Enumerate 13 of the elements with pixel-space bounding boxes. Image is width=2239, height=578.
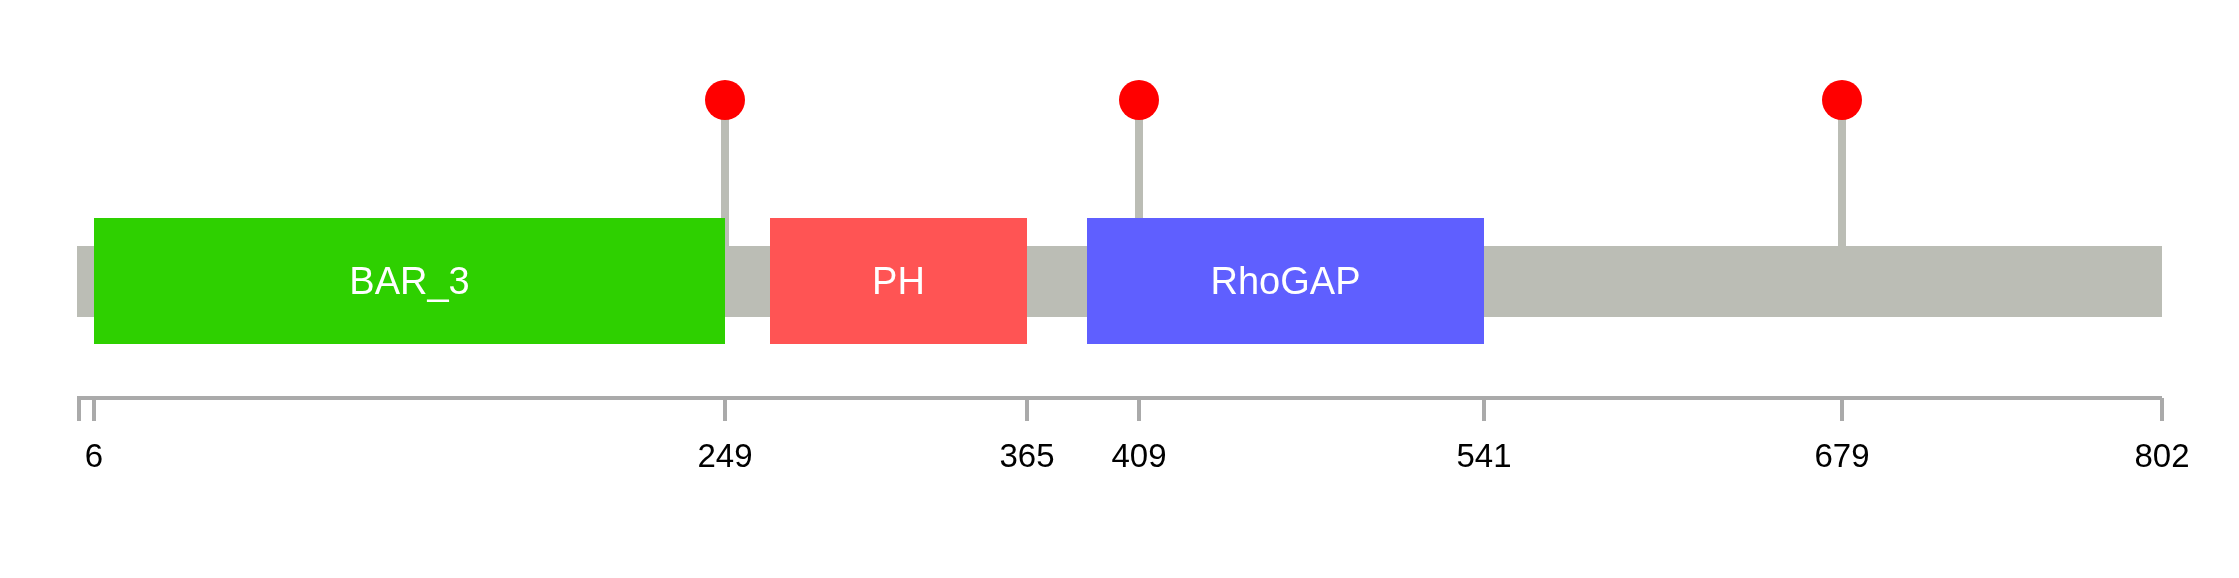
position-label: 365 bbox=[999, 437, 1055, 475]
domain-box bbox=[1087, 218, 1484, 344]
position-label: 679 bbox=[1814, 437, 1870, 475]
domain-label: BAR_3 bbox=[349, 259, 470, 303]
position-label: 249 bbox=[697, 437, 753, 475]
domain-label: PH bbox=[872, 259, 925, 303]
position-label: 541 bbox=[1456, 437, 1512, 475]
position-label: 802 bbox=[2134, 437, 2190, 475]
domain-label: RhoGAP bbox=[1210, 259, 1361, 303]
domain-box bbox=[94, 218, 725, 344]
position-label: 409 bbox=[1111, 437, 1167, 475]
position-label: 6 bbox=[84, 437, 104, 475]
domain-box bbox=[770, 218, 1027, 344]
